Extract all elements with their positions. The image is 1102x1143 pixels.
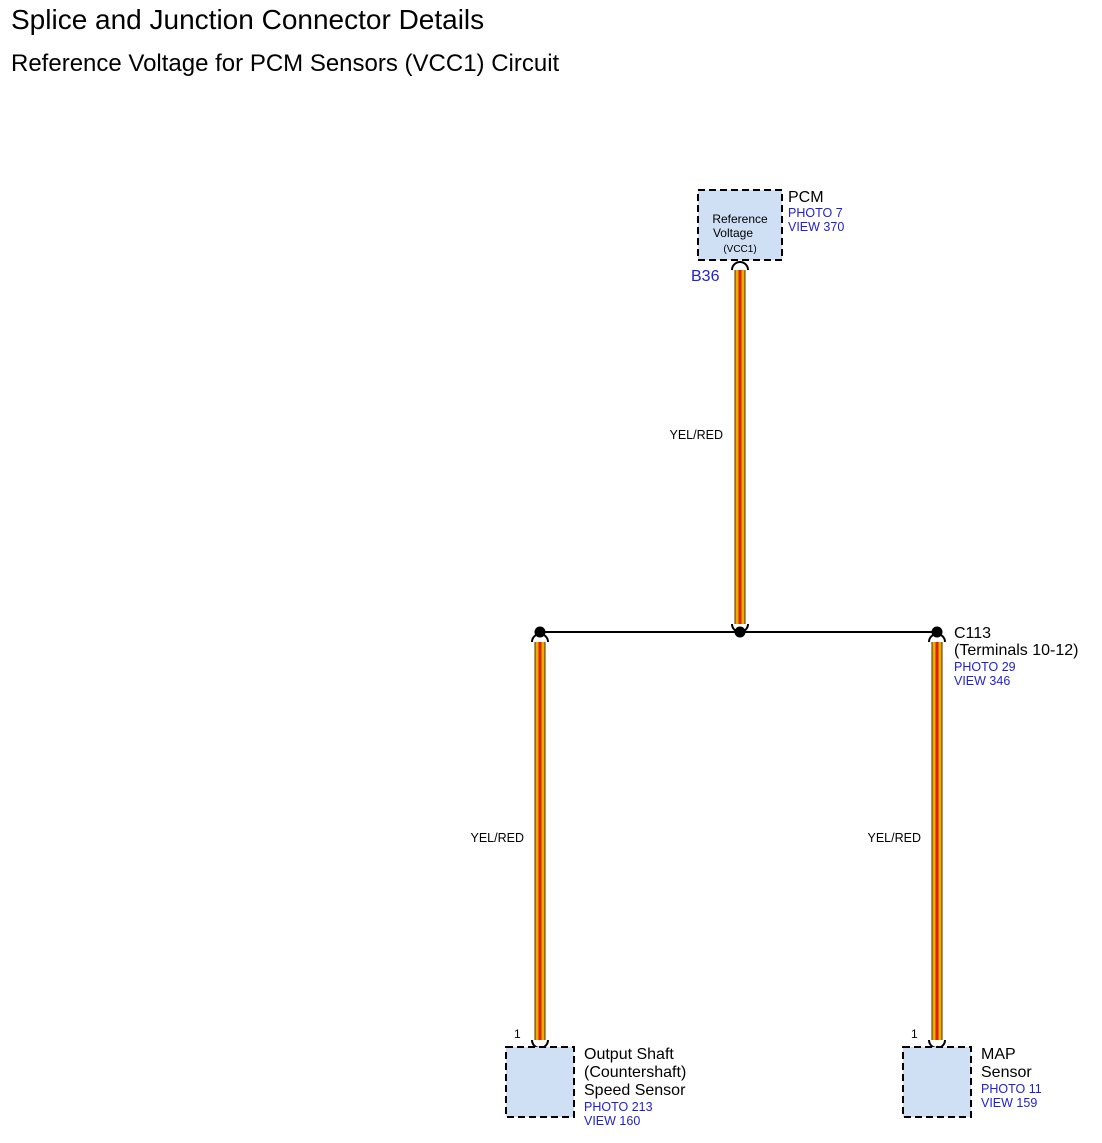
pcm-box-label-2: Voltage: [713, 226, 753, 240]
oss-photo-link[interactable]: PHOTO 213: [584, 1100, 653, 1114]
c113-view-link[interactable]: VIEW 346: [954, 674, 1010, 688]
map-pin-label: 1: [911, 1027, 918, 1041]
wire-right[interactable]: [931, 642, 943, 1040]
wire-top[interactable]: [734, 270, 746, 624]
pcm-box-label-1: Reference: [712, 212, 768, 226]
oss-name-line3: Speed Sensor: [584, 1082, 686, 1099]
oss-sensor-box[interactable]: [505, 1046, 575, 1118]
page-title: Splice and Junction Connector Details: [11, 4, 485, 35]
pcm-component[interactable]: Reference Voltage (VCC1): [697, 189, 783, 261]
left-wire-top-cap: [531, 633, 549, 643]
wire-right-color-label: YEL/RED: [868, 831, 922, 845]
oss-view-link[interactable]: VIEW 160: [584, 1114, 640, 1128]
oss-name-line1: Output Shaft: [584, 1046, 674, 1063]
oss-name-line2: (Countershaft): [584, 1064, 686, 1081]
pcm-terminal-cap: [731, 261, 749, 271]
c113-photo-link[interactable]: PHOTO 29: [954, 660, 1016, 674]
pcm-name: PCM: [788, 189, 824, 206]
wire-top-color-label: YEL/RED: [670, 428, 724, 442]
pcm-box-label-3: (VCC1): [723, 244, 756, 255]
map-sensor-box[interactable]: [902, 1046, 972, 1118]
pcm-view-link[interactable]: VIEW 370: [788, 220, 844, 234]
map-name-line1: MAP: [981, 1046, 1016, 1063]
map-name-line2: Sensor: [981, 1064, 1032, 1081]
pcm-pin-label: B36: [691, 268, 720, 285]
wire-left-color-label: YEL/RED: [471, 831, 525, 845]
page-subtitle: Reference Voltage for PCM Sensors (VCC1)…: [11, 50, 560, 77]
splice-dot-center: [734, 626, 746, 638]
c113-terminals: (Terminals 10-12): [954, 642, 1078, 659]
oss-pin-label: 1: [514, 1027, 521, 1041]
right-wire-top-cap: [928, 633, 946, 643]
map-view-link[interactable]: VIEW 159: [981, 1096, 1037, 1110]
wire-left[interactable]: [534, 642, 546, 1040]
pcm-box[interactable]: [697, 189, 783, 261]
pcm-photo-link[interactable]: PHOTO 7: [788, 206, 843, 220]
map-photo-link[interactable]: PHOTO 11: [981, 1082, 1042, 1096]
c113-name: C113: [954, 625, 991, 642]
